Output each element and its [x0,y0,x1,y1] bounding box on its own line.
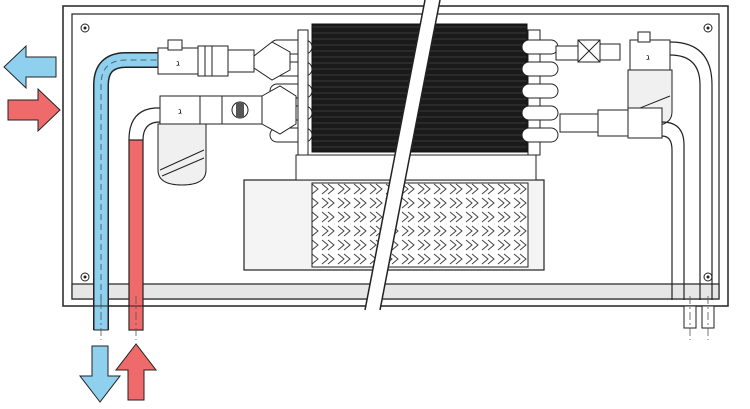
screw-icon [80,23,713,282]
air-vent [555,39,621,63]
valve-label: ג [646,53,650,63]
flow-out-left-arrow [3,44,57,90]
section-break-lines [364,0,441,311]
supply-pipe [93,52,168,330]
lockshield-valve: ג [159,95,263,125]
flow-in-up-arrow [114,343,158,401]
thermostatic-valve: ג [157,39,255,77]
thermostatic-valve: ג [559,31,673,139]
centerlines [100,296,709,340]
pipe-connector [253,41,297,135]
fan-grille [380,179,545,271]
valve-label: ג [176,59,180,69]
valve-label: ג [178,107,182,117]
actuator-head [157,123,207,186]
flow-in-left-arrow [7,87,61,133]
flow-out-down-arrow [78,345,122,403]
right-pipes [661,41,715,329]
